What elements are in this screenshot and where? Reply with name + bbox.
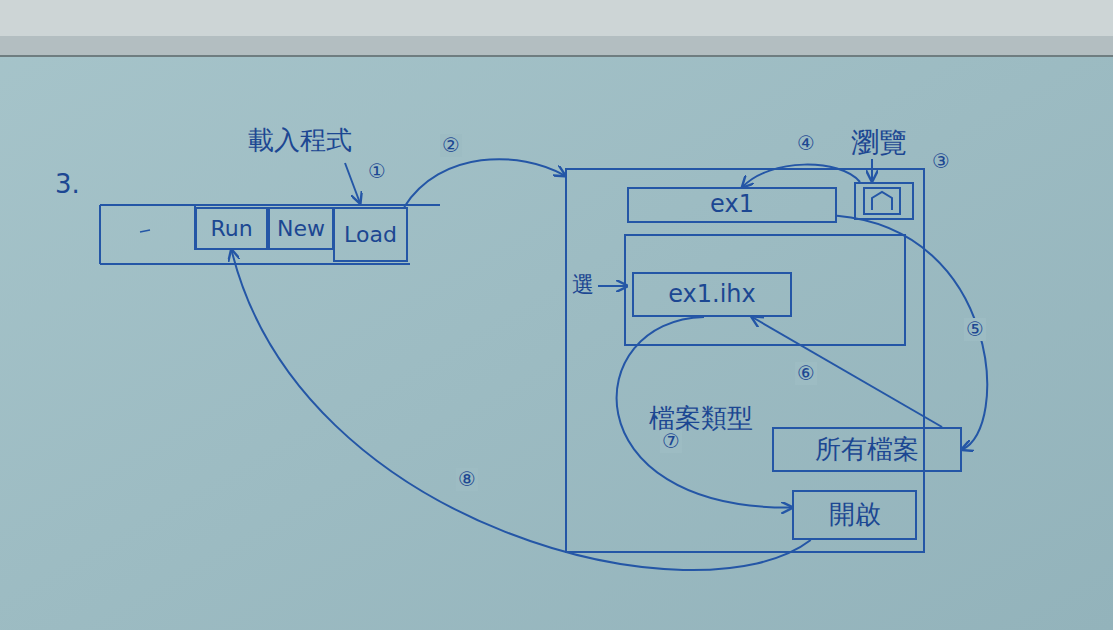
select-pointer (598, 285, 627, 287)
node-label: Load (344, 222, 397, 247)
browse-icon-arrow (872, 192, 892, 210)
flow-arrow (837, 216, 987, 450)
wall-strip (0, 0, 1113, 36)
path-field: ex1 (627, 187, 837, 223)
node-label: 開啟 (829, 500, 881, 530)
file-entry: ex1.ihx (632, 272, 792, 317)
step-number: ⑧ (456, 468, 478, 491)
toolbar-left (99, 205, 101, 264)
step-number: ⑦ (660, 430, 682, 453)
open-button: 開啟 (792, 490, 917, 540)
board-rail (0, 36, 1113, 56)
node-label: 所有檔案 (815, 435, 919, 465)
browse-pointer (871, 159, 873, 181)
note-text: 選 (572, 272, 594, 297)
toolbar-button: Run (195, 207, 268, 250)
file-list-box (625, 235, 905, 345)
node-label: ex1 (710, 191, 754, 219)
flow-arrow (404, 159, 565, 207)
callout-number: ① (368, 160, 386, 183)
step-number: ② (440, 134, 462, 157)
leader-line (345, 163, 360, 203)
dialog-window: ex1瀏覽ex1.ihx檔案類型所有檔案開啟 (565, 168, 925, 553)
step-number: ④ (795, 132, 817, 155)
step-number: ⑥ (795, 362, 817, 385)
node-label: New (277, 216, 325, 241)
toolbar-bottom (100, 263, 410, 265)
file-type-box: 檔案類型所有檔案 (772, 427, 962, 472)
browse-icon (864, 188, 900, 214)
node-label: Run (210, 216, 252, 241)
step-number: ⑤ (964, 318, 986, 341)
flow-arrow (617, 317, 792, 508)
toolbar-top (100, 204, 440, 206)
item-number: 3. (55, 170, 80, 200)
node-label: ex1.ihx (668, 281, 756, 309)
toolbar-button: Load (333, 207, 408, 262)
flow-arrow (232, 250, 811, 570)
flow-arrow (752, 317, 942, 427)
node-heading: 瀏覽 (851, 127, 907, 159)
toolbar-scribble (140, 230, 150, 232)
callout-number: ③ (932, 150, 950, 173)
browse-button: 瀏覽 (854, 182, 914, 220)
rail-edge (0, 55, 1113, 57)
note-text: 載入程式 (248, 126, 352, 156)
toolbar-button: New (268, 207, 334, 250)
